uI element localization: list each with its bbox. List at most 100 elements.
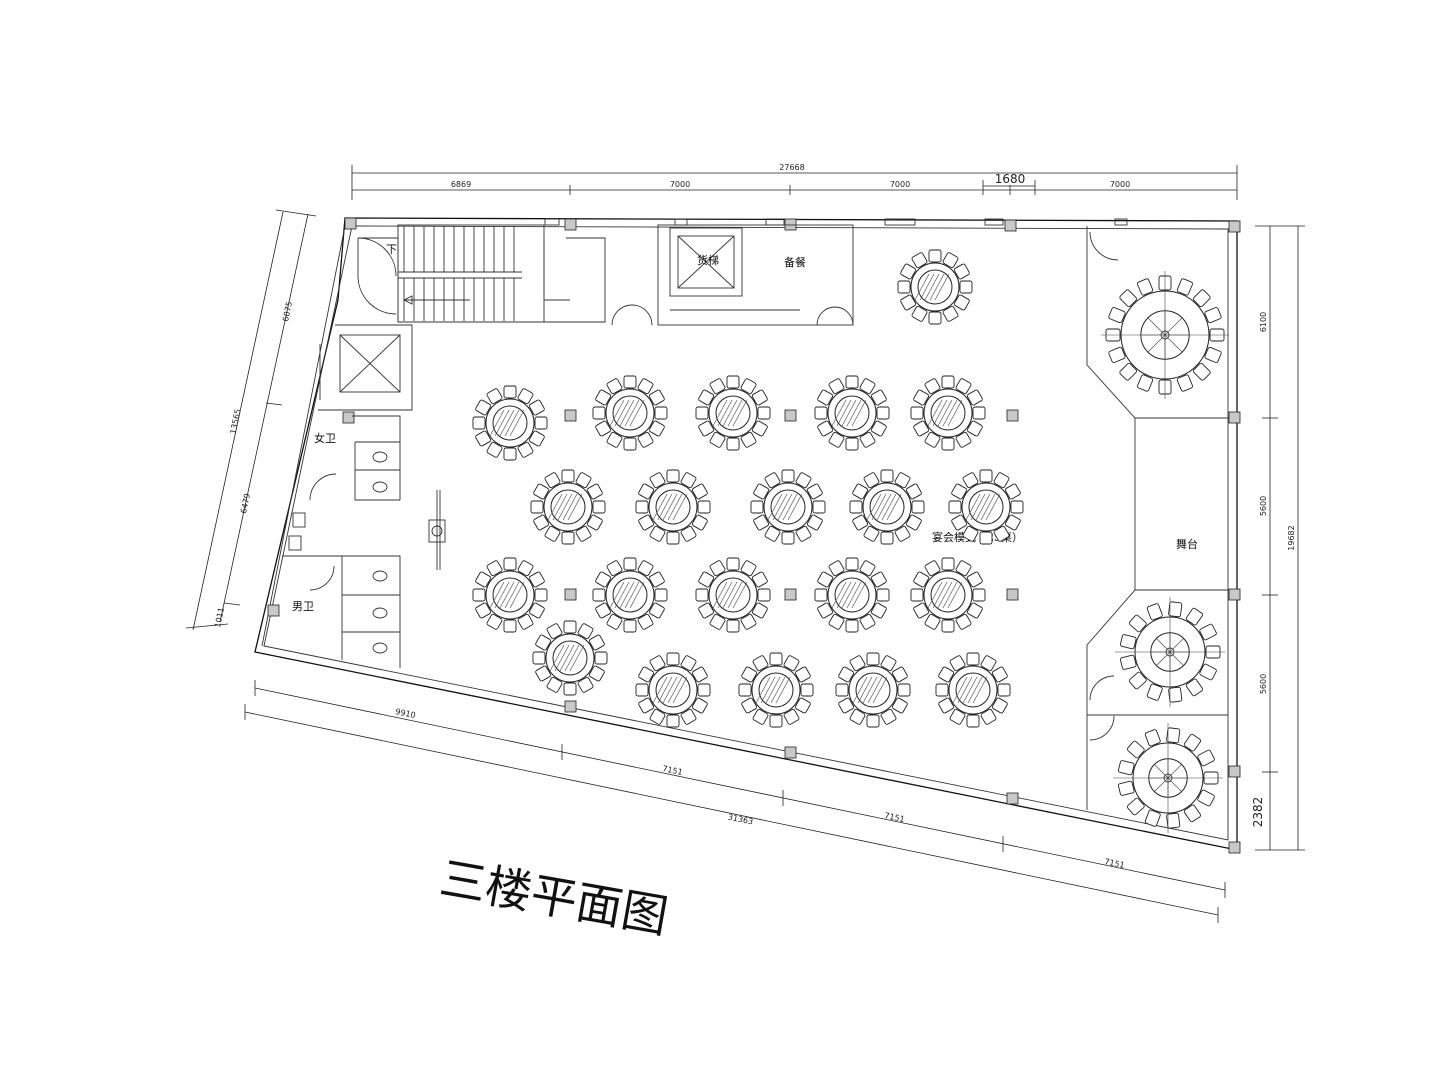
- chair: [1204, 307, 1222, 324]
- chair: [849, 708, 866, 725]
- chair: [980, 708, 997, 725]
- banquet-table: [814, 557, 890, 633]
- chair: [910, 588, 924, 602]
- chair: [1199, 663, 1217, 681]
- chair: [941, 557, 955, 571]
- chair: [592, 406, 606, 420]
- chair: [966, 602, 983, 619]
- chair: [680, 525, 697, 542]
- chair: [924, 613, 941, 630]
- chair: [563, 682, 577, 696]
- banquet-table: [910, 375, 986, 451]
- chair: [698, 602, 715, 619]
- chair: [838, 666, 855, 683]
- dim-right-seg-1: 6100: [1259, 312, 1268, 332]
- dim-left-seg-3: 1011: [213, 607, 226, 629]
- lazy-susan: [770, 489, 806, 525]
- chair: [709, 613, 726, 630]
- chair: [623, 557, 637, 571]
- entrance-feature: [428, 490, 446, 570]
- chair: [783, 708, 800, 725]
- dim-top-seg-3: 7000: [890, 180, 910, 189]
- chair: [859, 560, 876, 577]
- chair: [891, 666, 908, 683]
- chair: [966, 714, 980, 728]
- chair: [876, 406, 890, 420]
- lazy-susan: [855, 672, 891, 708]
- chair: [953, 263, 970, 280]
- structural-columns: [267, 217, 1241, 854]
- vip-room-tables: [1101, 271, 1229, 833]
- chair: [870, 420, 887, 437]
- lazy-susan: [917, 269, 953, 305]
- chair: [592, 588, 606, 602]
- chair: [575, 472, 592, 489]
- chair: [654, 406, 668, 420]
- chair: [913, 602, 930, 619]
- chair: [709, 560, 726, 577]
- chair: [517, 613, 534, 630]
- chair: [635, 683, 649, 697]
- dim-top-seg-4: 1680: [995, 172, 1026, 186]
- chair: [1004, 483, 1021, 500]
- chair: [948, 500, 962, 514]
- prep-room-label: 备餐: [784, 255, 806, 269]
- dim-bottom-seg-2: 7151: [662, 764, 684, 777]
- chair: [666, 652, 680, 666]
- chair: [1197, 749, 1215, 767]
- chair: [863, 525, 880, 542]
- chair: [635, 500, 649, 514]
- chair: [955, 431, 972, 448]
- chair: [1119, 362, 1138, 381]
- chair: [595, 389, 612, 406]
- chair: [817, 602, 834, 619]
- chair: [838, 697, 855, 714]
- chair: [532, 651, 546, 665]
- chair: [528, 430, 545, 447]
- lazy-susan: [930, 395, 966, 431]
- lazy-susan: [834, 577, 870, 613]
- lazy-susan: [612, 395, 648, 431]
- chair: [845, 375, 859, 389]
- passenger-elevator: [318, 324, 413, 411]
- chair: [951, 483, 968, 500]
- chair: [592, 500, 606, 514]
- chair: [638, 514, 655, 531]
- chair: [561, 469, 575, 483]
- chair: [472, 416, 486, 430]
- dim-right-seg-3: 5600: [1259, 674, 1268, 694]
- lazy-susan: [655, 489, 691, 525]
- lazy-susan: [955, 672, 991, 708]
- chair: [475, 571, 492, 588]
- chair: [1204, 346, 1222, 363]
- chair: [955, 378, 972, 395]
- banquet-table: [635, 469, 711, 545]
- chair: [606, 431, 623, 448]
- chair: [503, 557, 517, 571]
- chair: [905, 483, 922, 500]
- chair: [691, 666, 708, 683]
- chair: [503, 447, 517, 461]
- chair: [740, 378, 757, 395]
- chair: [817, 571, 834, 588]
- chair: [606, 613, 623, 630]
- chair: [979, 469, 993, 483]
- chair: [972, 406, 986, 420]
- chair: [911, 500, 925, 514]
- chair: [486, 560, 503, 577]
- chair: [835, 683, 849, 697]
- banquet-table: [472, 385, 548, 461]
- chair: [577, 676, 594, 693]
- chair: [941, 437, 955, 451]
- lazy-susan: [612, 577, 648, 613]
- chair: [517, 388, 534, 405]
- chair: [795, 472, 812, 489]
- service-core: 货梯 备餐: [611, 224, 854, 326]
- chair: [475, 399, 492, 416]
- chair: [637, 560, 654, 577]
- banquet-table: [592, 557, 668, 633]
- chair: [709, 431, 726, 448]
- womens-wc-label: 女卫: [314, 431, 336, 445]
- banquet-table: [530, 469, 606, 545]
- chair: [910, 406, 924, 420]
